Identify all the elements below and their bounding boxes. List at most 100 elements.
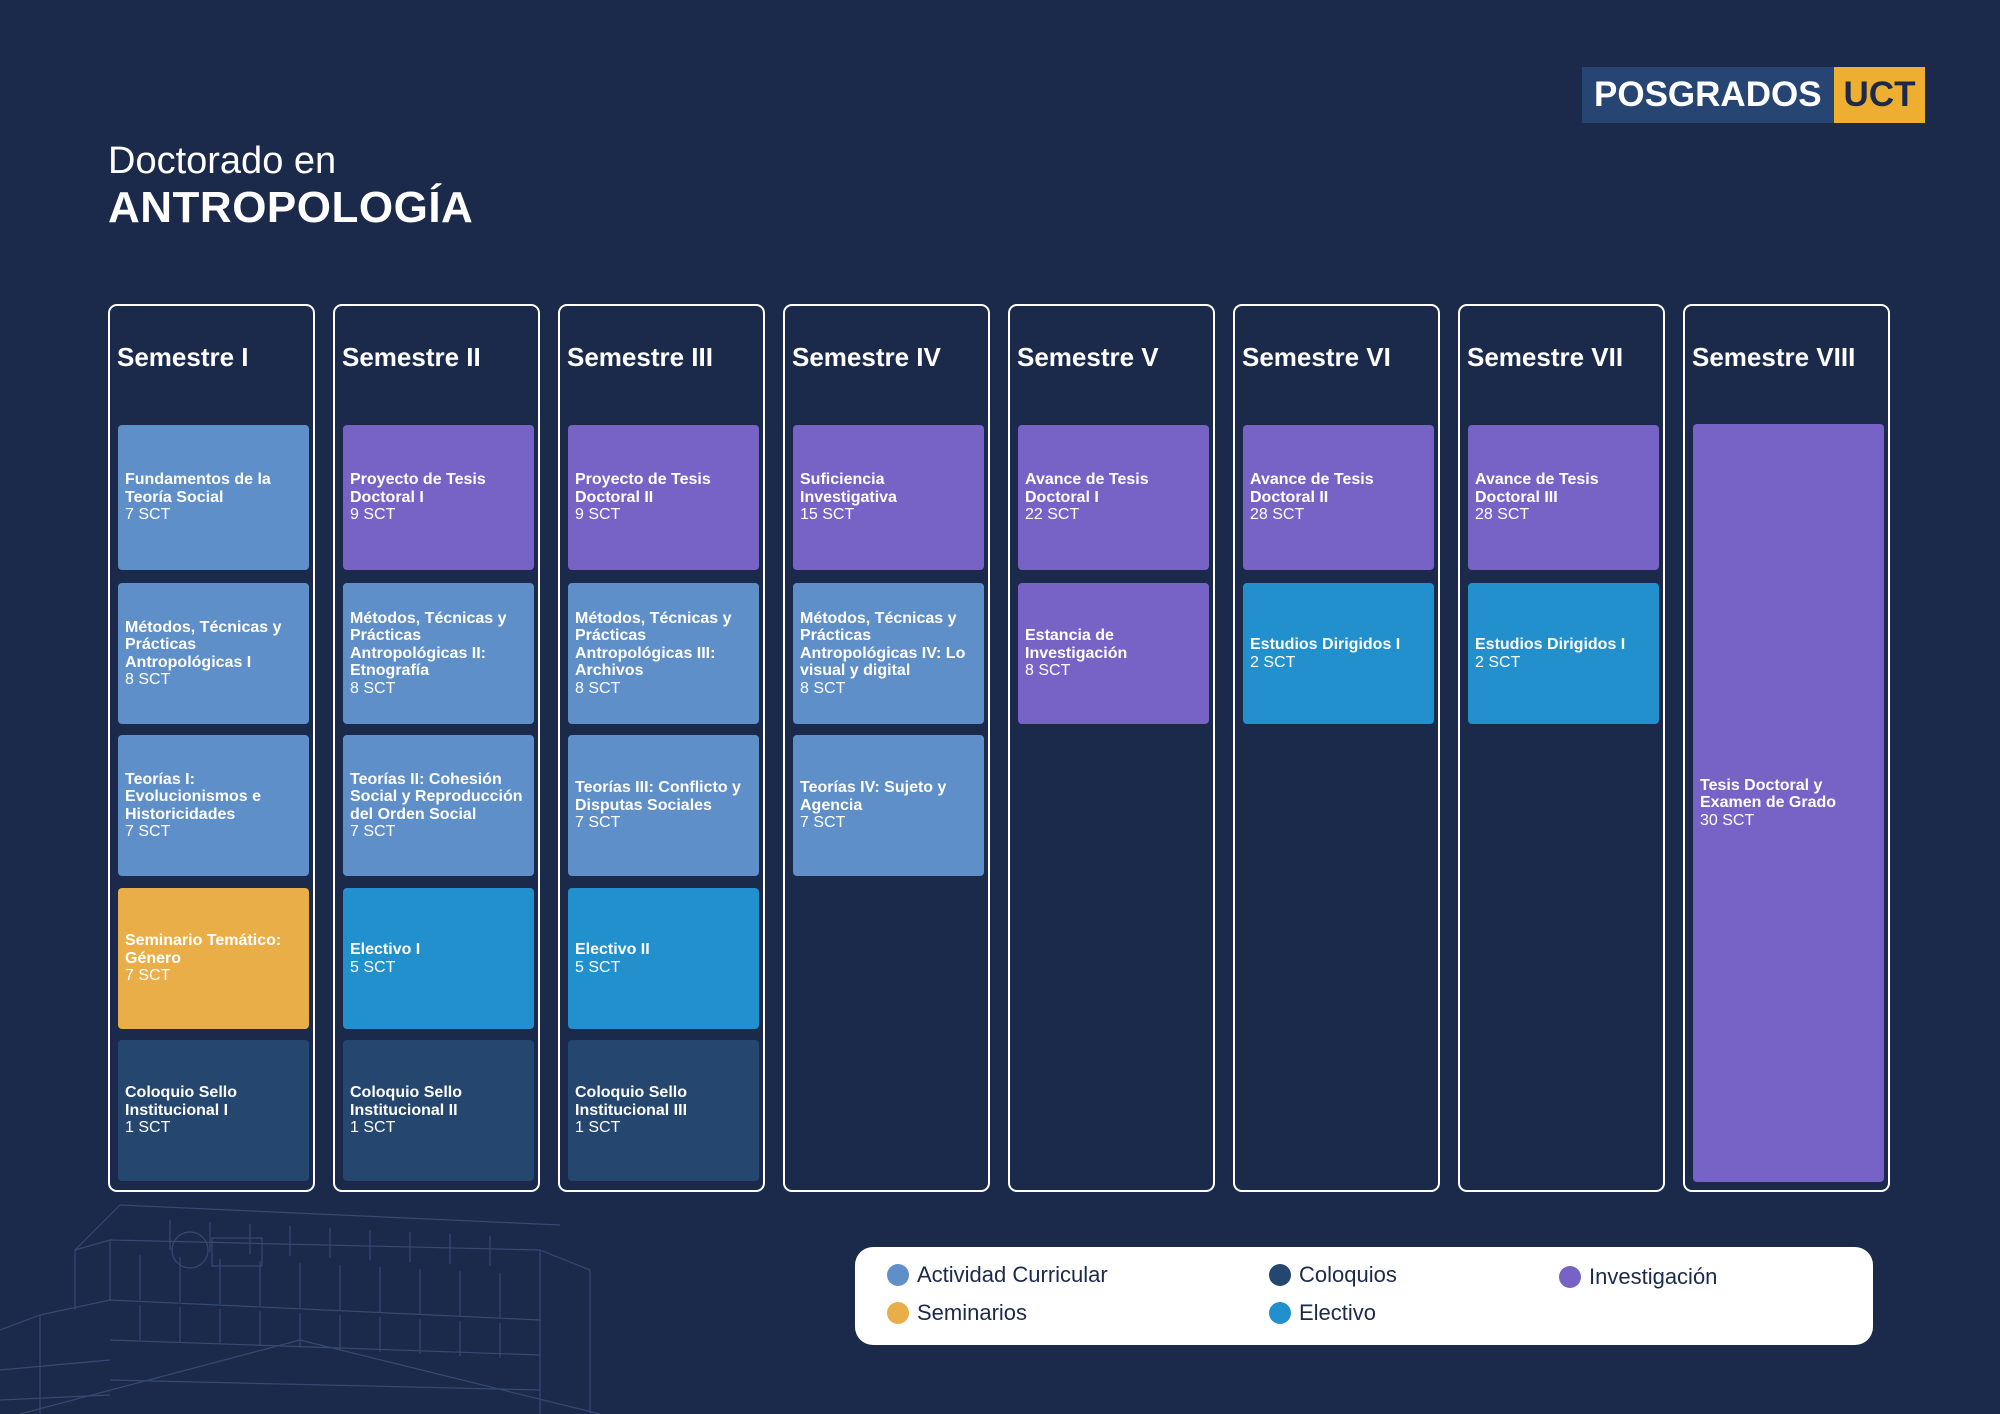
semester-column-8: Semestre VIII Tesis Doctoral y Examen de …	[1683, 304, 1890, 1192]
course-card: Métodos, Técnicas y Prácticas Antropológ…	[118, 583, 309, 724]
course-name: Estudios Dirigidos I	[1475, 636, 1626, 653]
course-name: Estancia de Investigación	[1025, 627, 1128, 662]
legend-item-electivo: Electivo	[1269, 1300, 1376, 1326]
logo-uct-text: UCT	[1833, 67, 1926, 123]
legend-label: Electivo	[1299, 1300, 1377, 1325]
course-name: Teorías IV: Sujeto y Agencia	[800, 779, 947, 814]
course-card: Teorías I: Evolucionismos e Historicidad…	[118, 735, 309, 876]
course-card: Métodos, Técnicas y Prácticas Antropológ…	[568, 583, 759, 724]
course-credits: 8 SCT	[1025, 662, 1071, 680]
semester-header: Semestre IV	[792, 342, 941, 372]
legend-dot-icon	[887, 1264, 909, 1286]
course-name: Proyecto de Tesis Doctoral I	[350, 471, 486, 506]
course-credits: 8 SCT	[800, 679, 846, 697]
legend-dot-icon	[1559, 1266, 1581, 1288]
legend-label: Seminarios	[917, 1300, 1028, 1325]
course-card: Teorías III: Conflicto y Disputas Social…	[568, 735, 759, 876]
course-credits: 5 SCT	[575, 958, 621, 976]
course-name: Coloquio Sello Institucional II	[350, 1084, 462, 1119]
course-credits: 1 SCT	[575, 1119, 621, 1137]
legend-item-coloquios: Coloquios	[1269, 1262, 1397, 1288]
legend-dot-icon	[1269, 1264, 1291, 1286]
legend-label: Actividad Curricular	[917, 1262, 1108, 1287]
course-credits: 7 SCT	[575, 814, 621, 832]
course-name: Estudios Dirigidos I	[1250, 636, 1401, 653]
course-credits: 28 SCT	[1250, 506, 1305, 524]
course-name: Métodos, Técnicas y Prácticas Antropológ…	[125, 618, 282, 671]
semester-header: Semestre VI	[1242, 342, 1391, 372]
semester-header: Semestre III	[567, 342, 713, 372]
course-credits: 2 SCT	[1250, 653, 1296, 671]
course-credits: 7 SCT	[800, 814, 846, 832]
course-credits: 9 SCT	[350, 506, 396, 524]
legend-label: Coloquios	[1299, 1262, 1397, 1287]
semester-column-3: Semestre III Proyecto de Tesis Doctoral I…	[558, 304, 765, 1192]
legend-dot-icon	[1269, 1302, 1291, 1324]
course-credits: 1 SCT	[350, 1119, 396, 1137]
course-credits: 5 SCT	[350, 958, 396, 976]
legend-dot-icon	[887, 1302, 909, 1324]
course-name: Coloquio Sello Institucional I	[125, 1084, 237, 1119]
course-credits: 15 SCT	[800, 506, 855, 524]
course-credits: 7 SCT	[125, 823, 171, 840]
legend-item-actividad-curricular: Actividad Curricular	[887, 1262, 1108, 1288]
semester-header: Semestre II	[342, 342, 481, 372]
semester-header: Semestre V	[1017, 342, 1159, 372]
course-name: Métodos, Técnicas y Prácticas Antropológ…	[575, 609, 732, 680]
legend: Actividad Curricular Coloquios Investiga…	[855, 1247, 1873, 1345]
course-credits: 7 SCT	[350, 823, 396, 840]
course-name: Teorías I: Evolucionismos e Historicidad…	[125, 770, 262, 823]
course-credits: 2 SCT	[1475, 653, 1521, 671]
university-building-illustration	[0, 1204, 601, 1414]
legend-item-investigacion: Investigación	[1559, 1264, 1717, 1290]
course-credits: 8 SCT	[350, 679, 396, 697]
course-card: Métodos, Técnicas y Prácticas Antropológ…	[343, 583, 534, 724]
page-title-line2: ANTROPOLOGÍA	[108, 183, 474, 232]
course-credits: 9 SCT	[575, 506, 621, 524]
course-name: Fundamentos de la Teoría Social	[125, 471, 271, 506]
course-credits: 8 SCT	[575, 679, 621, 697]
course-name: Electivo I	[350, 941, 421, 958]
course-card: Teorías II: Cohesión Social y Reproducci…	[343, 735, 534, 876]
course-credits: 30 SCT	[1700, 811, 1755, 829]
course-name: Avance de Tesis Doctoral I	[1025, 471, 1149, 506]
course-credits: 28 SCT	[1475, 506, 1530, 524]
course-name: Métodos, Técnicas y Prácticas Antropológ…	[800, 609, 966, 680]
course-credits: 8 SCT	[125, 671, 171, 688]
course-credits: 7 SCT	[125, 506, 171, 524]
course-name: Métodos, Técnicas y Prácticas Antropológ…	[350, 609, 507, 680]
course-name: Seminario Temático: Género	[125, 932, 282, 967]
course-name: Tesis Doctoral y Examen de Grado	[1700, 776, 1837, 812]
course-name: Electivo II	[575, 941, 650, 958]
course-name: Avance de Tesis Doctoral III	[1475, 471, 1599, 506]
page-title-line1: Doctorado en	[108, 140, 337, 182]
course-name: Teorías II: Cohesión Social y Reproducci…	[350, 770, 523, 823]
semester-header: Semestre VIII	[1692, 342, 1856, 372]
legend-item-seminarios: Seminarios	[887, 1300, 1027, 1326]
course-credits: 7 SCT	[125, 967, 171, 985]
course-card: Métodos, Técnicas y Prácticas Antropológ…	[793, 583, 984, 724]
